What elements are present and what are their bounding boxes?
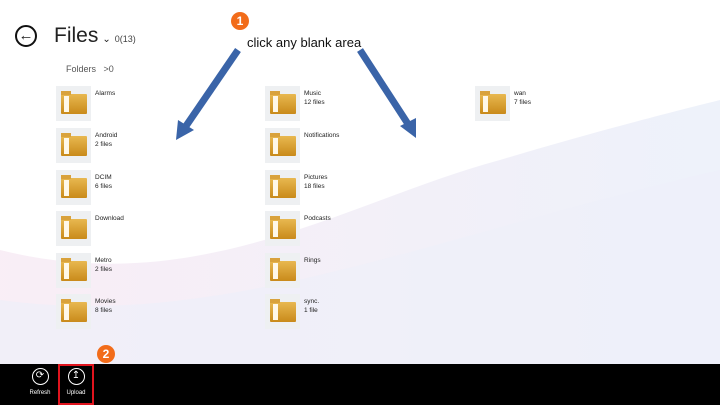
folder-icon	[270, 216, 296, 239]
folder-icon	[270, 133, 296, 156]
folder-icon	[61, 91, 87, 114]
folder-name: Android	[95, 132, 118, 139]
folder-icon	[480, 91, 506, 114]
folder-name: Podcasts	[304, 215, 331, 222]
refresh-icon: ⟳	[31, 368, 49, 385]
folder-item[interactable]: Rings	[265, 253, 445, 291]
folder-item[interactable]: sync. 1 file	[265, 294, 445, 332]
folder-item[interactable]: Android 2 files	[56, 128, 236, 166]
folder-item[interactable]: Pictures 18 files	[265, 170, 445, 208]
folder-icon	[61, 216, 87, 239]
folder-item[interactable]: wan 7 files	[475, 86, 655, 124]
folder-name: Notifications	[304, 132, 340, 139]
folder-icon	[61, 133, 87, 156]
folder-item[interactable]: Music 12 files	[265, 86, 445, 124]
folder-tile	[56, 86, 91, 121]
folder-text: Music 12 files	[304, 89, 325, 107]
folder-text: Notifications	[304, 131, 339, 140]
folder-file-count: 2 files	[95, 141, 112, 148]
folder-name: sync.	[304, 298, 320, 305]
folder-file-count: 6 files	[95, 183, 112, 190]
folder-tile	[265, 253, 300, 288]
folder-tile	[475, 86, 510, 121]
refresh-button[interactable]: ⟳ Refresh	[22, 368, 58, 397]
folder-file-count: 7 files	[514, 99, 531, 106]
folder-text: Metro 2 files	[95, 256, 112, 274]
annotation-arrows	[176, 48, 416, 140]
folder-text: Alarms	[95, 89, 115, 98]
folder-name: wan	[514, 90, 526, 97]
folder-file-count: 1 file	[304, 307, 318, 314]
folder-item[interactable]: DCIM 6 files	[56, 170, 236, 208]
chevron-down-icon[interactable]: ⌄	[102, 34, 111, 45]
section-header: Folders >0	[66, 64, 114, 74]
page-title[interactable]: Files	[54, 24, 99, 47]
arrow-right	[357, 48, 416, 138]
section-count: >0	[103, 64, 114, 74]
folder-item[interactable]: Notifications	[265, 128, 445, 166]
folder-item[interactable]: Movies 8 files	[56, 294, 236, 332]
folder-tile	[265, 170, 300, 205]
item-count: 0(13)	[114, 34, 136, 44]
folder-name: Music	[304, 90, 321, 97]
annotation-text: click any blank area	[247, 35, 362, 50]
folder-item[interactable]: Podcasts	[265, 211, 445, 249]
folder-name: Download	[95, 215, 124, 222]
folder-icon	[61, 175, 87, 198]
app-bar: ⟳ Refresh ↥ Upload	[0, 364, 720, 405]
folder-file-count: 8 files	[95, 307, 112, 314]
folder-icon	[270, 91, 296, 114]
folder-icon	[61, 258, 87, 281]
folder-text: wan 7 files	[514, 89, 531, 107]
folder-icon	[270, 258, 296, 281]
arrow-left	[176, 48, 241, 140]
folder-text: Android 2 files	[95, 131, 117, 149]
back-button[interactable]: ←	[15, 25, 37, 47]
folder-text: Pictures 18 files	[304, 173, 327, 191]
folder-tile	[56, 294, 91, 329]
folder-text: Download	[95, 214, 124, 223]
folder-tile	[56, 211, 91, 246]
folder-name: Alarms	[95, 90, 116, 97]
refresh-label: Refresh	[29, 390, 51, 396]
folder-tile	[265, 211, 300, 246]
folder-tile	[265, 86, 300, 121]
step-badge-2: 2	[97, 345, 115, 363]
folder-text: DCIM 6 files	[95, 173, 112, 191]
folder-text: Rings	[304, 256, 321, 265]
folder-text: sync. 1 file	[304, 297, 319, 315]
folder-text: Podcasts	[304, 214, 331, 223]
folder-tile	[56, 128, 91, 163]
folder-name: Metro	[95, 257, 112, 264]
upload-label: Upload	[66, 390, 86, 396]
upload-highlight	[58, 364, 94, 405]
folder-name: Movies	[95, 298, 116, 305]
folder-item[interactable]: Download	[56, 211, 236, 249]
folder-item[interactable]: Alarms	[56, 86, 236, 124]
upload-icon: ↥	[67, 368, 85, 385]
folder-tile	[265, 128, 300, 163]
folder-tile	[265, 294, 300, 329]
folder-icon	[61, 299, 87, 322]
background-wave	[0, 100, 720, 364]
folder-file-count: 2 files	[95, 266, 112, 273]
folder-tile	[56, 253, 91, 288]
folder-name: Pictures	[304, 174, 328, 181]
folder-name: Rings	[304, 257, 321, 264]
folder-tile	[56, 170, 91, 205]
folder-file-count: 12 files	[304, 99, 325, 106]
folder-file-count: 18 files	[304, 183, 325, 190]
upload-button[interactable]: ↥ Upload	[58, 368, 94, 397]
section-label: Folders	[66, 64, 97, 74]
step-badge-1: 1	[231, 12, 249, 30]
folder-icon	[270, 175, 296, 198]
folder-icon	[270, 299, 296, 322]
folder-name: DCIM	[95, 174, 112, 181]
folder-text: Movies 8 files	[95, 297, 116, 315]
header: Files ⌄ 0(13)	[54, 24, 136, 48]
folder-item[interactable]: Metro 2 files	[56, 253, 236, 291]
